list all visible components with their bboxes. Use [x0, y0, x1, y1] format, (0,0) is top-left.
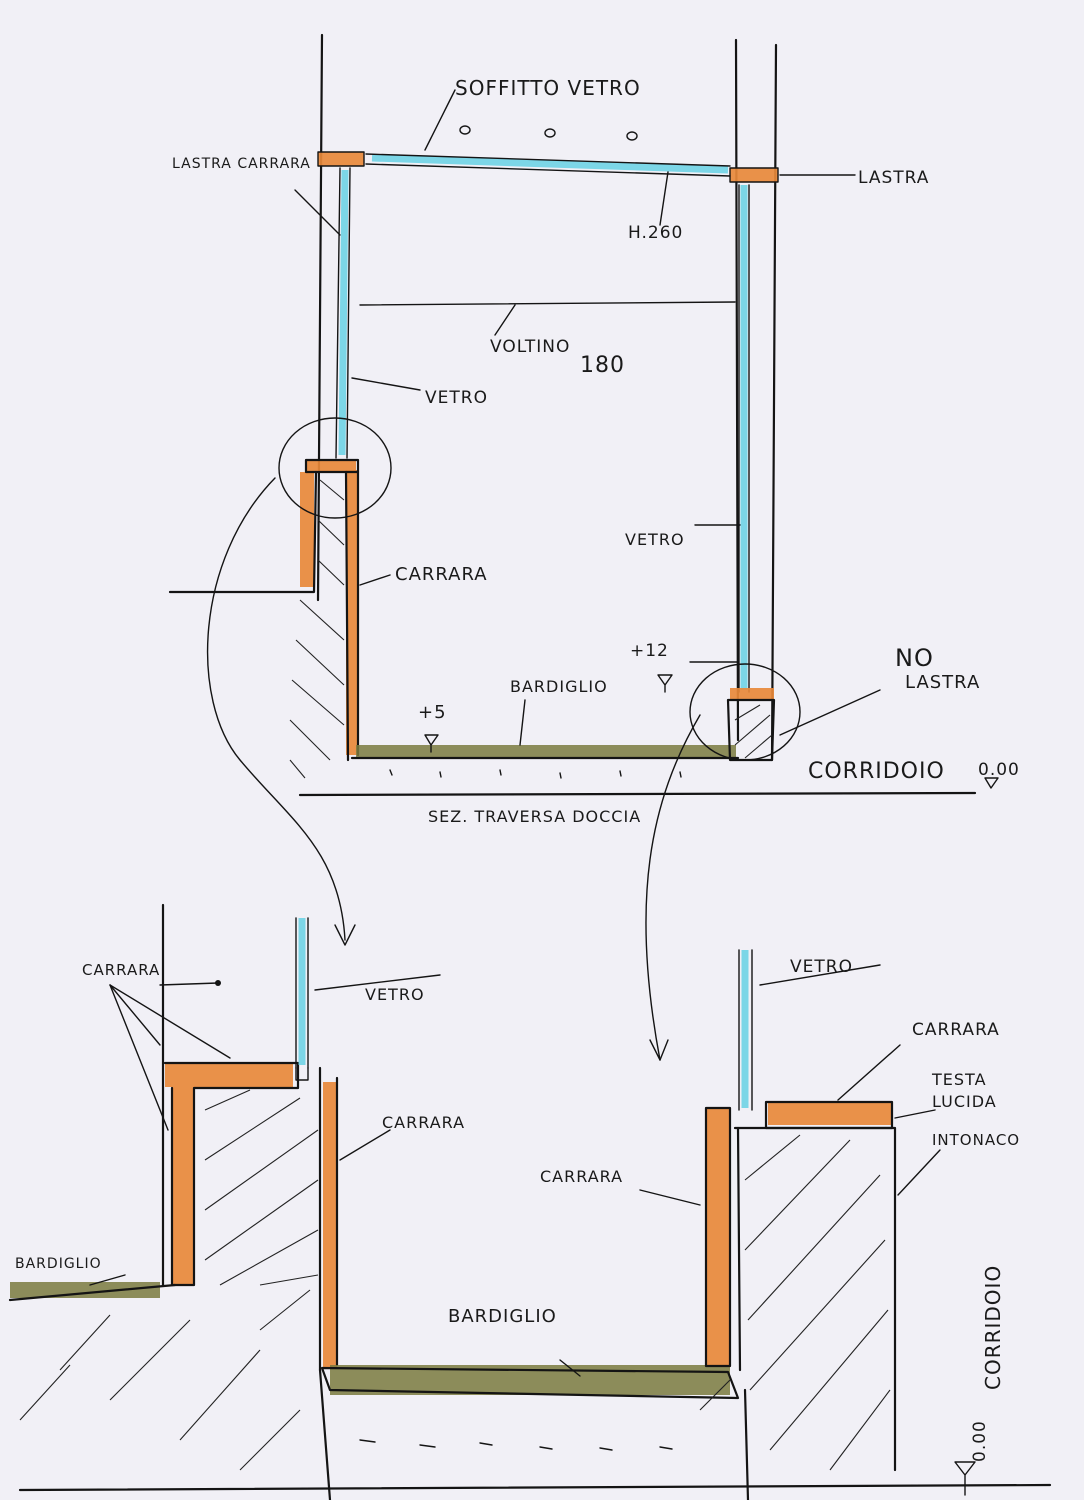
label-plus12: +12: [630, 641, 669, 661]
bottom-left-glass-channel: [295, 1067, 309, 1081]
right-threshold-marble: [730, 688, 774, 700]
bottom-right-glass-outline: [738, 949, 753, 1111]
left-glass-outline: [335, 167, 351, 459]
label-voltino: VOLTINO: [490, 337, 570, 357]
label-lucida: LUCIDA: [932, 1092, 997, 1111]
label-bardiglio: BARDIGLIO: [510, 677, 608, 696]
leader-dot: [215, 980, 221, 986]
left-glass-wall: [338, 169, 349, 456]
label-h260: H.260: [628, 223, 683, 243]
bottom-right-side-outline: [704, 1106, 732, 1368]
label-voltino-value: 180: [580, 353, 625, 378]
label-vetro-left: VETRO: [425, 388, 488, 408]
top-right-wall-outer: [770, 43, 778, 762]
label-lastra: LASTRA: [858, 168, 929, 188]
label-vetro-bottom-right: VETRO: [790, 957, 853, 977]
label-carrara-right: CARRARA: [540, 1167, 623, 1186]
label-corridoio-vertical: CORRIDOIO: [981, 1265, 1005, 1390]
right-glass-outline: [738, 184, 750, 693]
label-carrara-left: CARRARA: [82, 961, 160, 979]
left-wall-hatching: [289, 479, 345, 779]
bottom-left-drop-line: [318, 1368, 332, 1500]
ground-line: [298, 791, 977, 797]
label-vetro-right: VETRO: [625, 530, 685, 549]
top-leaders: [294, 89, 881, 746]
bottom-right-top-marble: [768, 1103, 892, 1125]
label-no-lastra: LASTRA: [905, 672, 980, 693]
floor-fill-dots: [389, 769, 682, 779]
level-marker-plus5: [424, 734, 439, 753]
label-bardiglio-mid: BARDIGLIO: [448, 1306, 557, 1327]
left-sill-marble: [306, 460, 356, 472]
bottom-right-side-marble: [706, 1108, 730, 1366]
bottom-left-glass-outline: [295, 917, 309, 1069]
label-carrara: CARRARA: [395, 564, 488, 585]
label-carrara-right-top: CARRARA: [912, 1020, 1000, 1040]
bottom-mid-marble: [323, 1082, 337, 1367]
bottom-right-drop-line: [743, 1388, 750, 1500]
bottom-right-inner-line: [736, 1126, 742, 1372]
top-left-marble-cap: [318, 152, 364, 166]
bottom-section: CARRARA VETRO CARRARA BARDIGLIO BARDIGLI…: [8, 903, 1052, 1500]
detail-link-left-arrow: [334, 924, 356, 946]
bottom-leaders: [89, 964, 941, 1377]
label-intonaco: INTONACO: [932, 1131, 1020, 1149]
bottom-ground-line: [18, 1483, 1052, 1492]
bottom-left-top-marble: [165, 1063, 293, 1087]
bottom-left-side-marble: [172, 1087, 194, 1285]
shower-floor-bardiglio: [356, 745, 736, 758]
label-carrara-mid: CARRARA: [382, 1113, 465, 1132]
left-detail-circle: [278, 417, 392, 519]
top-right-cap-outline: [729, 167, 779, 183]
label-vetro-bottom-left: VETRO: [365, 985, 425, 1004]
top-right-wall-inner: [734, 38, 740, 742]
bottom-level-marker: [954, 1461, 976, 1496]
section-title: SEZ. TRAVERSA DOCCIA: [428, 807, 641, 826]
label-bardiglio-left: BARDIGLIO: [15, 1256, 102, 1272]
left-inner-marble: [346, 470, 358, 755]
voltino-line: [359, 301, 736, 306]
left-outer-marble: [300, 472, 314, 587]
top-left-cap-outline: [317, 151, 365, 167]
bottom-floor-dashes: [359, 1439, 673, 1451]
bottom-right-hatching: [699, 1134, 891, 1471]
bottom-left-floor-line: [8, 1283, 177, 1302]
level-marker-corridoio: [984, 777, 999, 789]
detail-link-right-arrow: [649, 1039, 669, 1061]
label-plus5: +5: [418, 702, 447, 723]
top-right-marble-cap: [730, 168, 778, 182]
label-corridoio: CORRIDOIO: [808, 759, 945, 784]
bottom-left-bardiglio: [10, 1282, 160, 1298]
right-detail-circle: [689, 663, 801, 761]
label-lastra-carrara: LASTRA CARRARA: [172, 156, 311, 172]
top-section: SOFFITTO VETRO LASTRA CARRARA LASTRA H.2…: [168, 33, 1020, 1061]
glass-ceiling-outline: [365, 153, 731, 177]
bottom-left-hatching: [19, 1089, 319, 1471]
detail-link-right: [645, 714, 701, 1061]
right-threshold-block: [726, 698, 776, 762]
top-left-wall-outer: [316, 33, 324, 602]
detail-link-left: [206, 477, 346, 941]
label-soffitto-vetro: SOFFITTO VETRO: [455, 76, 641, 100]
glass-ceiling: [371, 154, 729, 174]
label-no: NO: [895, 644, 934, 672]
right-threshold-hatching: [734, 704, 773, 759]
bottom-mid-wall-lines: [318, 1066, 339, 1372]
left-wall-step: [168, 470, 318, 594]
label-testa: TESTA: [931, 1070, 987, 1089]
label-level-vertical: 0.00: [970, 1420, 990, 1462]
bottom-floor-outline: [320, 1366, 740, 1400]
level-marker-plus12: [657, 674, 673, 693]
bottom-right-plaster-outline: [733, 1126, 897, 1472]
label-corridoio-level: 0.00: [978, 760, 1020, 780]
left-inner-wall-line: [344, 470, 350, 762]
ceiling-lights: [459, 125, 638, 141]
